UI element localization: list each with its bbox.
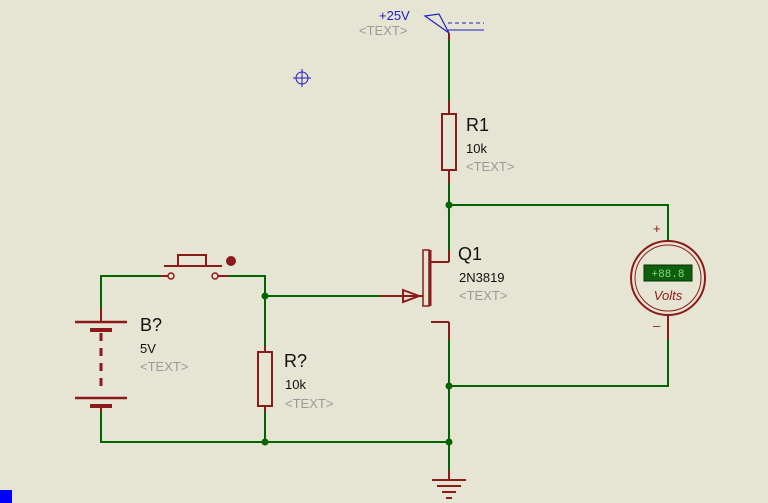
battery[interactable]: B? 5V <TEXT> — [75, 308, 188, 412]
power-terminal-arrow-icon — [423, 13, 450, 34]
voltmeter-display — [643, 264, 693, 282]
battery-placeholder: <TEXT> — [140, 359, 188, 374]
wire-ground-rail[interactable] — [100, 412, 449, 443]
transistor-q1[interactable]: Q1 2N3819 <TEXT> — [380, 244, 507, 340]
resistor-r1[interactable]: R1 10k <TEXT> — [441, 100, 514, 183]
corner-marker — [0, 490, 12, 503]
wire-source-to-meter-minus[interactable] — [449, 340, 669, 387]
ground-symbol-icon[interactable] — [432, 470, 466, 499]
wire-battery-to-switch[interactable] — [100, 275, 161, 308]
resistor-r2[interactable]: R? 10k <TEXT> — [257, 346, 333, 412]
junction-dot — [445, 201, 453, 209]
q1-placeholder: <TEXT> — [459, 288, 507, 303]
junction-dot — [261, 292, 269, 300]
q1-value: 2N3819 — [459, 270, 505, 285]
battery-reference: B? — [140, 315, 162, 335]
q1-reference: Q1 — [458, 244, 482, 264]
power-placeholder: <TEXT> — [359, 23, 407, 38]
wire-switch-to-gate[interactable] — [228, 275, 380, 297]
r1-placeholder: <TEXT> — [466, 159, 514, 174]
switch-indicator-icon — [226, 256, 236, 266]
wire-drain-to-meter-plus[interactable] — [449, 204, 669, 240]
r1-reference: R1 — [466, 115, 489, 135]
r2-placeholder: <TEXT> — [285, 396, 333, 411]
power-terminal[interactable]: +25V <TEXT> — [359, 8, 484, 40]
junction-dot — [445, 382, 453, 390]
gate-arrow-icon — [402, 288, 422, 304]
r1-value: 10k — [466, 141, 487, 156]
wires — [100, 40, 669, 470]
origin-marker-icon — [293, 69, 311, 87]
power-label: +25V — [379, 8, 410, 23]
voltmeter-plus-sign: + — [653, 221, 661, 236]
voltmeter-minus-sign: – — [653, 318, 661, 333]
push-button-switch[interactable] — [161, 254, 236, 280]
r2-reference: R? — [284, 351, 307, 371]
voltmeter-display-text: +88.8 — [651, 269, 684, 281]
junction-dot — [445, 438, 453, 446]
r2-value: 10k — [285, 377, 306, 392]
junction-dot — [261, 438, 269, 446]
voltmeter-unit: Volts — [654, 288, 683, 303]
voltmeter[interactable]: +88.8 Volts + – — [630, 221, 706, 340]
battery-value: 5V — [140, 341, 156, 356]
